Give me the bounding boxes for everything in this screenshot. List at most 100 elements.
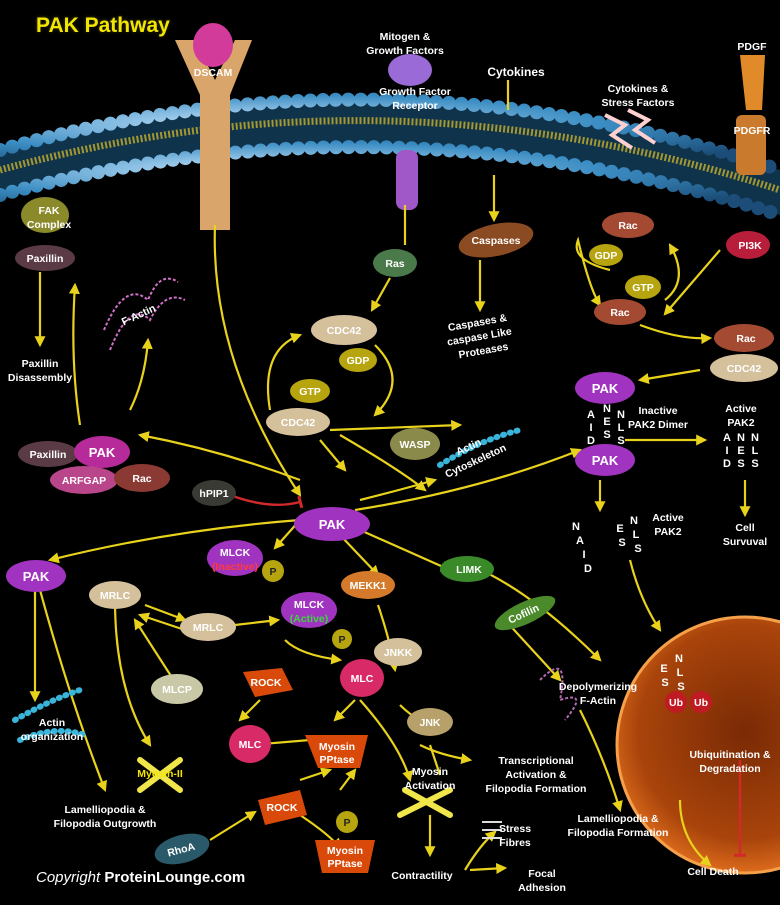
myosin-activation-label-1: Myosin [412, 766, 448, 778]
dscam-label: DSCAM [194, 67, 233, 79]
gtp-mid-label: GTP [299, 386, 321, 398]
dimer-left-a: A [587, 409, 595, 421]
ub1-label: Ub [669, 697, 683, 709]
mlc-left-label: MLC [239, 739, 262, 751]
factin-label: F-Actin [120, 302, 158, 328]
pdgfr-receptor [736, 55, 766, 175]
hpip1-inhibition [229, 493, 304, 509]
stress-fibres-label-2: Fibres [499, 837, 531, 849]
mlck-active-state: (Active) [290, 613, 329, 625]
copyright-prefix: Copyright [36, 869, 101, 886]
pak-far-left-label: PAK [23, 569, 50, 584]
cell-survival-label-1: Cell [735, 522, 754, 534]
active-right-n2: N [751, 432, 759, 444]
rac-top-label: Rac [618, 220, 637, 232]
cell-survival-label-2: Survuval [723, 536, 767, 548]
gdp-right-label: GDP [595, 250, 618, 262]
nucleus-s2: S [677, 681, 684, 693]
myosin-ii-cluster [137, 757, 453, 818]
pak-dimer-top-label: PAK [592, 381, 619, 396]
active-pak2-right-label-2: PAK2 [727, 417, 754, 429]
myosin-activation-label-2: Activation [405, 780, 456, 792]
nucleus-s: S [661, 677, 668, 689]
myosin2-label: Myosin-II [137, 768, 183, 780]
cytokine-lightning [604, 108, 657, 150]
cell-membrane [0, 92, 780, 222]
dimer-left-i: I [589, 422, 592, 434]
ras-label: Ras [385, 258, 404, 270]
pak2-mid-s: S [618, 537, 625, 549]
dimer-left-d: D [587, 435, 595, 447]
gdp-mid-label: GDP [347, 355, 370, 367]
jnk-label: JNK [419, 717, 440, 729]
mrlc-left-label: MRLC [100, 590, 131, 602]
fak-label-2: Complex [27, 219, 72, 231]
mlck-inactive-state: (Inactive) [212, 561, 258, 573]
myosin-pptase-top-label-2: PPtase [319, 754, 354, 766]
dimer-n-e: E [603, 416, 610, 428]
copyright-brand: ProteinLounge.com [104, 869, 246, 886]
active-right-e: E [737, 445, 744, 457]
paxillin-left-label: Paxillin [30, 449, 67, 461]
paxillin-top-label: Paxillin [27, 253, 64, 265]
gfr-label-2: Receptor [392, 100, 438, 112]
fak-label-1: FAK [39, 205, 60, 217]
jnkk-label: JNKK [384, 647, 413, 659]
arfgap-label: ARFGAP [62, 475, 106, 487]
dimer-right-s: S [617, 435, 624, 447]
inactive-pak2-label-2: PAK2 Dimer [628, 419, 688, 431]
active-right-s1: S [737, 458, 744, 470]
copyright-notice: Copyright ProteinLounge.com [36, 869, 245, 886]
lamellipodia-left-label-1: Lamelliopodia & [64, 804, 146, 816]
stress-fibres-label-1: Stress [499, 823, 531, 835]
mlck-inactive-label: MLCK [220, 547, 251, 559]
transcriptional-label-3: Filopodia Formation [486, 783, 587, 795]
transcriptional-label-2: Activation & [505, 769, 567, 781]
ub2-label: Ub [694, 697, 708, 709]
depoly-label-2: F-Actin [580, 695, 616, 707]
lamellipodia-right-label-2: Filopodia Formation [568, 827, 669, 839]
contractility-label: Contractility [391, 870, 452, 882]
gfr-label-1: Growth Factor [379, 86, 451, 98]
growth-factor-receptor [388, 54, 432, 210]
pak2-mid-n: N [572, 521, 580, 533]
mrlc-right-label: MRLC [193, 622, 224, 634]
p1-label: P [269, 566, 276, 578]
ubiquitination-label-1: Ubiquitination & [689, 749, 770, 761]
pdgfr-label: PDGFR [734, 125, 771, 137]
cell-death-label: Cell Death [687, 866, 738, 878]
dimer-n-s: S [603, 429, 610, 441]
pak2-mid-s2: S [634, 543, 641, 555]
rac-left-label: Rac [132, 473, 151, 485]
active-right-s2: S [751, 458, 758, 470]
actin-org-label-1: Actin [39, 717, 65, 729]
rock-bottom-label: ROCK [267, 802, 298, 814]
stress-fibres-lines [482, 821, 502, 839]
pak2-mid-n2: N [630, 515, 638, 527]
gtp-right-label: GTP [632, 282, 654, 294]
rhoa-label: RhoA [166, 841, 197, 860]
wasp-label: WASP [400, 439, 431, 451]
dimer-right-n: N [617, 409, 625, 421]
rac-mid-label: Rac [610, 307, 629, 319]
dimer-right-l: L [618, 422, 625, 434]
dimer-n-n: N [603, 403, 611, 415]
lamellipodia-left-label-2: Filopodia Outgrowth [54, 818, 157, 830]
hpip1-label: hPIP1 [199, 488, 228, 500]
inactive-pak2-label-1: Inactive [638, 405, 677, 417]
active-right-l: L [752, 445, 759, 457]
mlc-top-label: MLC [351, 673, 374, 685]
transcriptional-label-1: Transcriptional [498, 755, 573, 767]
active-pak2-mid-label-1: Active [652, 512, 684, 524]
depolymerizing-factin [539, 667, 578, 721]
caspases-label: Caspases [471, 235, 520, 247]
actin-cytoskeleton-fiber [12, 427, 523, 743]
myosin-pptase-bottom-label-2: PPtase [327, 858, 362, 870]
mitogen-label-1: Mitogen & [380, 31, 431, 43]
focal-adhesion-label-1: Focal [528, 868, 556, 880]
cytokines-stress-label-2: Stress Factors [602, 97, 675, 109]
mlcp-label: MLCP [162, 684, 192, 696]
p2-label: P [338, 634, 345, 646]
f-actin-filament [103, 277, 186, 351]
